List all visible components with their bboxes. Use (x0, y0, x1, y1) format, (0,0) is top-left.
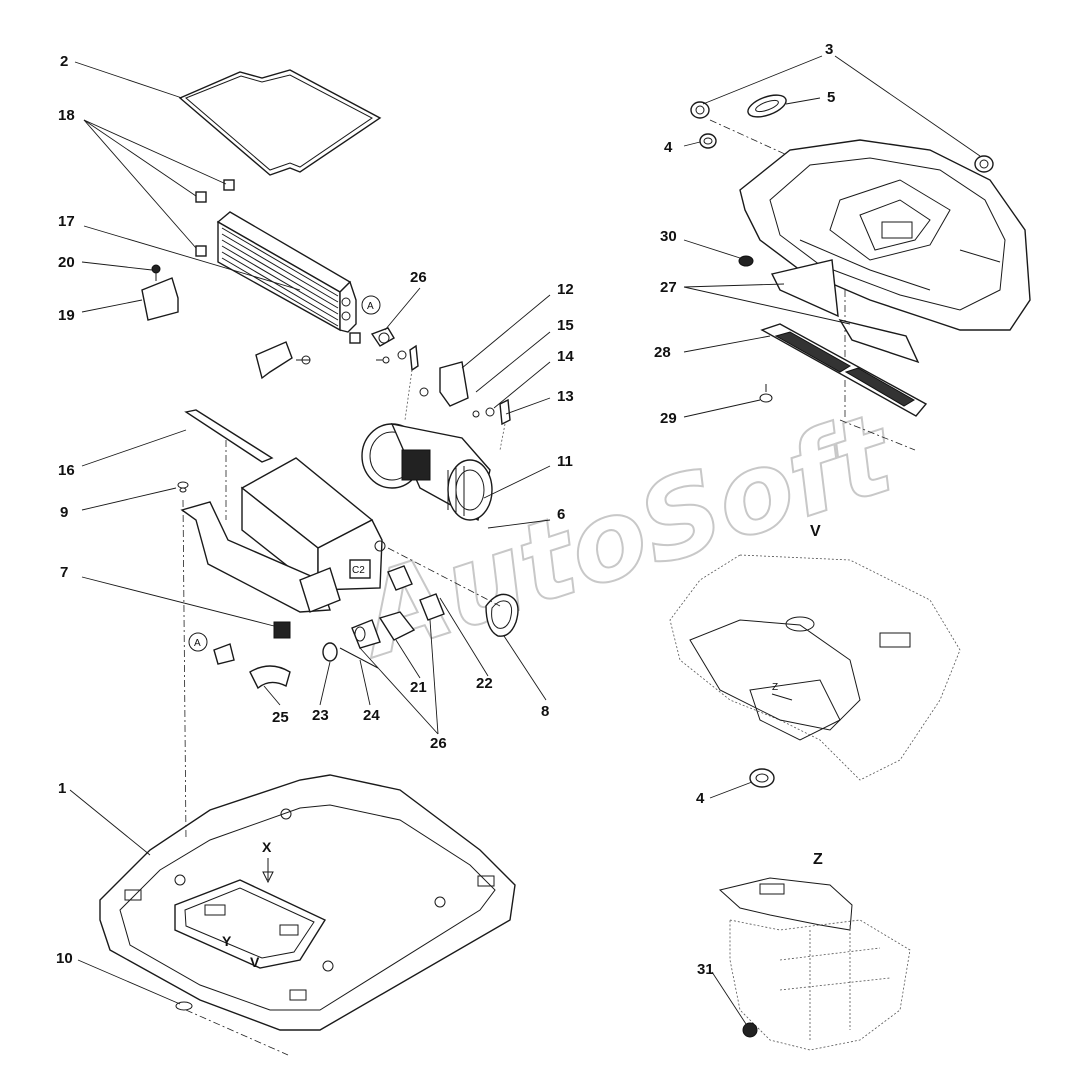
callout-11: 11 (557, 453, 573, 470)
view-y-marker: Y (222, 933, 232, 949)
hose-clamp-part (370, 327, 395, 347)
roof-panel-part: X Y V (99, 774, 516, 1031)
view-x-marker: X (262, 839, 272, 855)
callout-18: 18 (58, 107, 75, 124)
bracket-part (141, 264, 179, 321)
seal-gasket-part (178, 69, 382, 176)
callout-10: 10 (56, 950, 73, 967)
callout-24: 24 (363, 707, 380, 724)
callout-23: 23 (312, 707, 329, 724)
heater-core-part (195, 179, 361, 344)
callout-8: 8 (541, 703, 549, 720)
callout-3: 3 (825, 41, 833, 58)
callout-16: 16 (58, 462, 75, 479)
grille-part-28 (760, 323, 928, 417)
view-z-title: Z (813, 851, 823, 868)
washer-part-10 (175, 1001, 193, 1011)
callout-26-bottom: 26 (430, 735, 447, 752)
callout-31: 31 (697, 961, 714, 978)
grommet-part-4-top (699, 133, 717, 149)
filter-part-27 (770, 259, 920, 364)
c2-label: C2 (352, 565, 365, 576)
callout-7: 7 (60, 564, 68, 581)
callout-25: 25 (272, 709, 289, 726)
grommet-part-5 (747, 94, 787, 118)
fastener-group (376, 344, 511, 451)
view-z-marker: Z (772, 682, 778, 693)
heater-housing-part: C2 (180, 409, 386, 639)
callout-30: 30 (660, 228, 677, 245)
view-v-title: V (810, 523, 821, 540)
callout-6: 6 (557, 506, 565, 523)
callout-14: 14 (557, 348, 574, 365)
hose-fittings-group: A (188, 565, 445, 690)
callout-26-top: 26 (410, 269, 427, 286)
callout-19: 19 (58, 307, 75, 324)
callout-2: 2 (60, 53, 68, 70)
callout-29: 29 (660, 410, 677, 427)
callout-4-view-v: 4 (696, 790, 705, 807)
mounting-bracket-part (255, 341, 311, 380)
callout-12: 12 (557, 281, 574, 298)
view-v-marker: V (250, 954, 260, 970)
callout-27: 27 (660, 279, 677, 296)
assembly-center-lines (182, 119, 916, 1056)
callout-numbers: 2 18 17 20 19 26 12 15 14 13 11 6 16 9 7… (56, 41, 835, 978)
grommet-part-9 (177, 481, 189, 493)
callout-1: 1 (58, 780, 66, 797)
callout-21: 21 (410, 679, 427, 696)
callout-5: 5 (827, 89, 835, 106)
detail-view-v: V Z (669, 523, 961, 788)
connector-a-marker-top: A (361, 295, 381, 315)
detail-view-z: Z (718, 851, 911, 1051)
gasket-part-8 (485, 593, 519, 637)
leader-lines (69, 55, 981, 1025)
interior-trim-panel-part (739, 139, 1031, 331)
nut-part-30 (738, 255, 754, 267)
callout-17: 17 (58, 213, 75, 230)
svg-text:A: A (367, 301, 374, 312)
callout-13: 13 (557, 388, 574, 405)
grommet-part-3b (974, 155, 994, 173)
screw-part-29 (759, 384, 773, 403)
grommet-part-3a (690, 101, 710, 119)
callout-9: 9 (60, 504, 68, 521)
callout-20: 20 (58, 254, 75, 271)
svg-text:A: A (194, 638, 201, 649)
blower-motor-part (361, 423, 493, 522)
callout-22: 22 (476, 675, 493, 692)
callout-28: 28 (654, 344, 671, 361)
callout-15: 15 (557, 317, 574, 334)
callout-4-top: 4 (664, 139, 673, 156)
